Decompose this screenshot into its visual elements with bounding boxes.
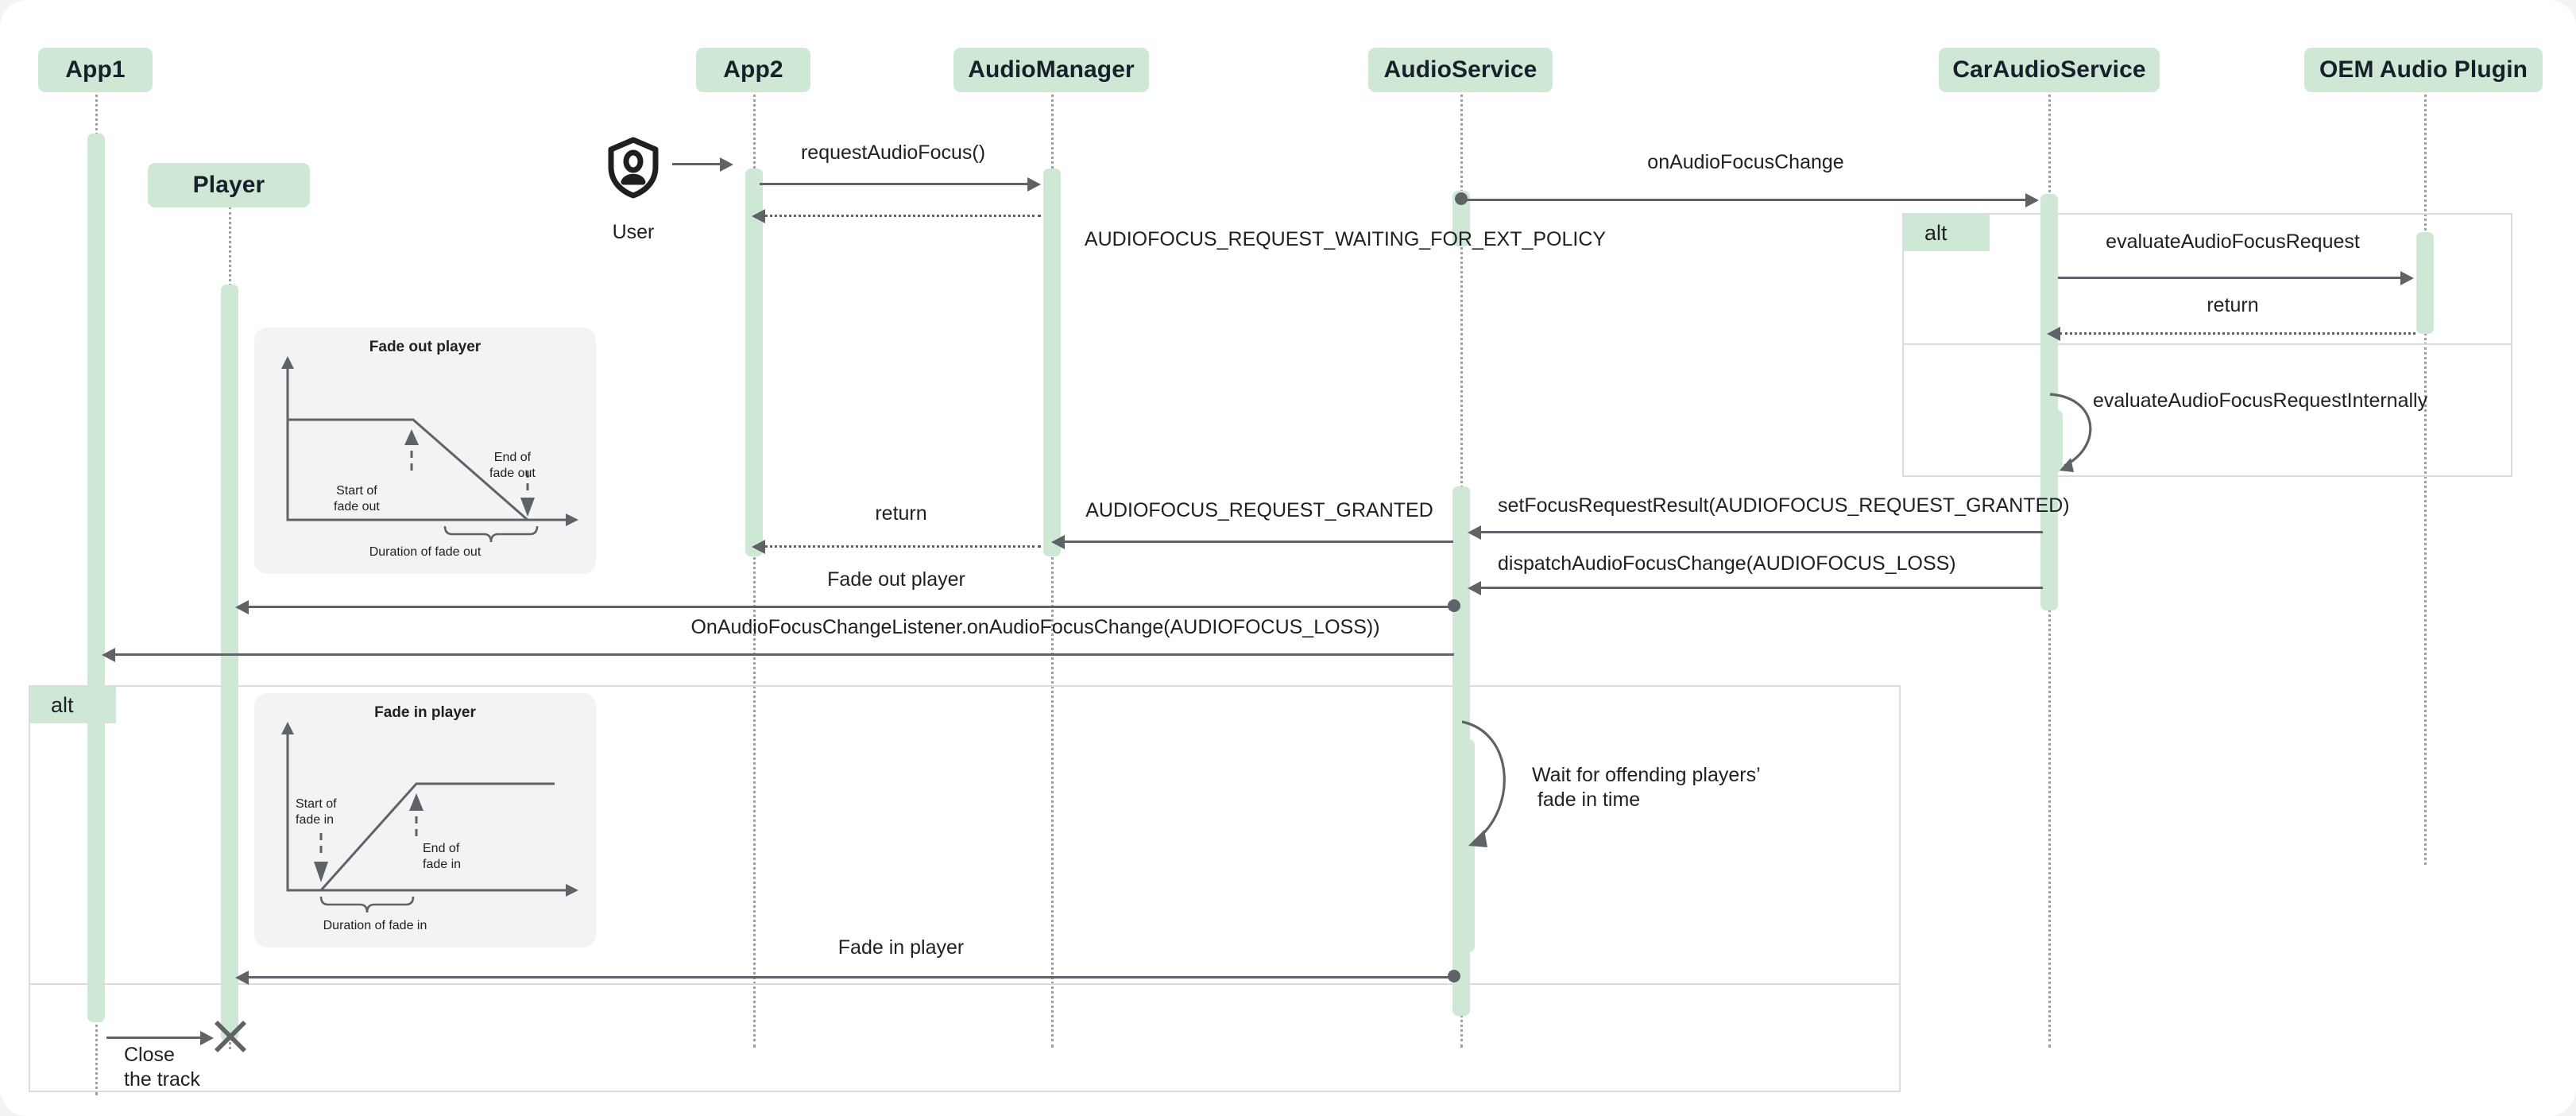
arrowhead-user-to-app2	[720, 157, 733, 172]
msg-origin-dot-as-fadein	[1448, 970, 1460, 982]
arrow-user-to-app2	[672, 163, 721, 165]
arrowhead-cas-to-as-result	[1468, 525, 1481, 540]
arrow-cas-to-as-dispatch	[1480, 587, 2043, 589]
msg-label-request-audio-focus: requestAudioFocus()	[800, 141, 986, 164]
msg-origin-dot-as-fadeout	[1448, 599, 1460, 612]
msg-label-audiofocus-request-granted: AUDIOFOCUS_REQUEST_GRANTED	[1085, 499, 1433, 521]
msg-label-return-am: return	[875, 502, 927, 525]
participant-oemaudioplugin[interactable]: OEM Audio Plugin	[2304, 48, 2543, 92]
participant-label: AudioService	[1383, 56, 1537, 83]
arrow-as-to-cas	[1462, 199, 2036, 201]
destroy-x-icon	[211, 1017, 249, 1056]
participant-label: OEM Audio Plugin	[2319, 56, 2528, 83]
lifeline-oem	[2424, 70, 2427, 865]
msg-label-fade-out-player: Fade out player	[827, 568, 965, 591]
msg-label-evaluate-internally: evaluateAudioFocusRequestInternally	[2093, 389, 2428, 412]
activation-cas	[2040, 194, 2058, 610]
msg-label-waiting-for-ext-policy: AUDIOFOCUS_REQUEST_WAITING_FOR_EXT_POLIC…	[1084, 228, 1607, 250]
arrowhead-cas-to-oem	[2400, 271, 2414, 285]
arrow-am-to-app2-waiting	[764, 215, 1041, 217]
participant-app2[interactable]: App2	[696, 48, 810, 92]
arrow-app1-to-player-close	[106, 1037, 202, 1039]
arrowhead-oem-to-cas-return	[2047, 327, 2060, 341]
note-annotation-end-fade-in: End of fade in	[423, 842, 462, 871]
msg-label-on-audio-focus-change: onAudioFocusChange	[1647, 151, 1844, 173]
user-shield-icon	[607, 137, 659, 199]
arrow-as-to-am-granted	[1064, 541, 1453, 543]
note-annotation-duration-fade-in: Duration of fade in	[323, 919, 427, 932]
participant-audioservice[interactable]: AudioService	[1368, 48, 1553, 92]
arrow-oem-to-cas-return	[2060, 332, 2415, 335]
arrowhead-app2-to-am	[1027, 177, 1041, 192]
arrowhead-as-to-player-fadein	[235, 971, 249, 985]
participant-label: Player	[192, 172, 265, 198]
note-title-fade-in: Fade in player	[374, 704, 476, 721]
activation-player	[221, 285, 238, 1041]
arrow-as-to-player-fadeout	[246, 606, 1454, 608]
fragment-alt-oem-tag: alt	[1904, 215, 1990, 251]
note-title-fade-out: Fade out player	[369, 339, 482, 355]
fragment-alt-oem-divider	[1902, 343, 2512, 345]
fragment-alt-oem	[1902, 213, 2512, 477]
arrow-app2-to-am	[760, 183, 1028, 185]
participant-caraudioservice[interactable]: CarAudioService	[1939, 48, 2160, 92]
note-fade-in-player: Fade in player Start of fade in End of f…	[254, 693, 596, 947]
fragment-tag-label: alt	[1924, 220, 1947, 245]
activation-am	[1043, 169, 1061, 556]
arrow-as-to-app1-listener	[113, 653, 1454, 656]
arrowhead-am-to-app2-return	[752, 540, 765, 554]
participant-app1[interactable]: App1	[38, 48, 153, 92]
arrowhead-as-to-am-granted	[1051, 535, 1065, 549]
activation-app1	[87, 134, 105, 1022]
msg-label-set-focus-request-result: setFocusRequestResult(AUDIOFOCUS_REQUEST…	[1498, 494, 2070, 517]
note-annotation-duration-fade-out: Duration of fade out	[369, 545, 482, 559]
activation-app2	[745, 169, 763, 556]
msg-origin-dot-as	[1455, 192, 1468, 205]
participant-label: App2	[723, 56, 783, 83]
activation-cas-self	[2048, 410, 2063, 472]
fragment-tag-label: alt	[51, 692, 74, 717]
arrow-cas-to-oem	[2058, 277, 2401, 279]
user-caption: User	[612, 221, 655, 243]
msg-label-evaluate-audio-focus-request: evaluateAudioFocusRequest	[2106, 231, 2360, 253]
msg-label-close-the-track: Close the track	[124, 1044, 200, 1091]
note-annotation-start-fade-in: Start of fade in	[296, 797, 337, 827]
arrowhead-as-to-cas	[2025, 193, 2039, 207]
lifeline-am	[1051, 70, 1054, 1048]
arrowhead-app1-to-player-close	[200, 1031, 214, 1045]
msg-label-fade-in-player: Fade in player	[837, 936, 965, 959]
participant-player[interactable]: Player	[148, 163, 310, 207]
selfloop-as-wait-fade-in	[1460, 715, 1548, 862]
activation-oem	[2416, 232, 2434, 334]
arrow-as-to-player-fadein	[246, 976, 1454, 978]
participant-audiomanager[interactable]: AudioManager	[953, 48, 1149, 92]
msg-label-on-audio-focus-change-listener: OnAudioFocusChangeListener.onAudioFocusC…	[690, 616, 1380, 638]
selfloop-cas-evaluate-internally	[2048, 389, 2128, 481]
note-fade-out-player: Fade out player Start of fade out End of…	[254, 327, 596, 574]
arrow-am-to-app2-return	[764, 545, 1041, 548]
msg-label-return-oem: return	[2207, 294, 2259, 316]
arrowhead-am-to-app2-waiting	[752, 209, 765, 223]
fragment-alt-app-divider	[29, 983, 1901, 985]
participant-label: AudioManager	[968, 56, 1135, 83]
activation-as	[1452, 191, 1470, 246]
fragment-alt-app	[29, 685, 1901, 1092]
arrow-cas-to-as-result	[1480, 531, 2043, 533]
arrowhead-cas-to-as-dispatch	[1468, 581, 1481, 595]
msg-label-wait-for-fade-in: Wait for offending players’ fade in time	[1532, 764, 1761, 811]
note-annotation-end-fade-out: End of fade out	[489, 451, 536, 480]
participant-label: App1	[65, 56, 126, 83]
activation-as-self	[1460, 739, 1475, 952]
fragment-alt-app-tag: alt	[30, 687, 117, 723]
note-annotation-start-fade-out: Start of fade out	[334, 484, 380, 513]
arrowhead-as-to-app1-listener	[102, 648, 115, 662]
participant-label: CarAudioService	[1952, 56, 2146, 83]
msg-label-dispatch-audio-focus-change: dispatchAudioFocusChange(AUDIOFOCUS_LOSS…	[1498, 552, 1956, 575]
arrowhead-as-to-player-fadeout	[235, 600, 249, 614]
lifeline-app2	[753, 70, 756, 1048]
